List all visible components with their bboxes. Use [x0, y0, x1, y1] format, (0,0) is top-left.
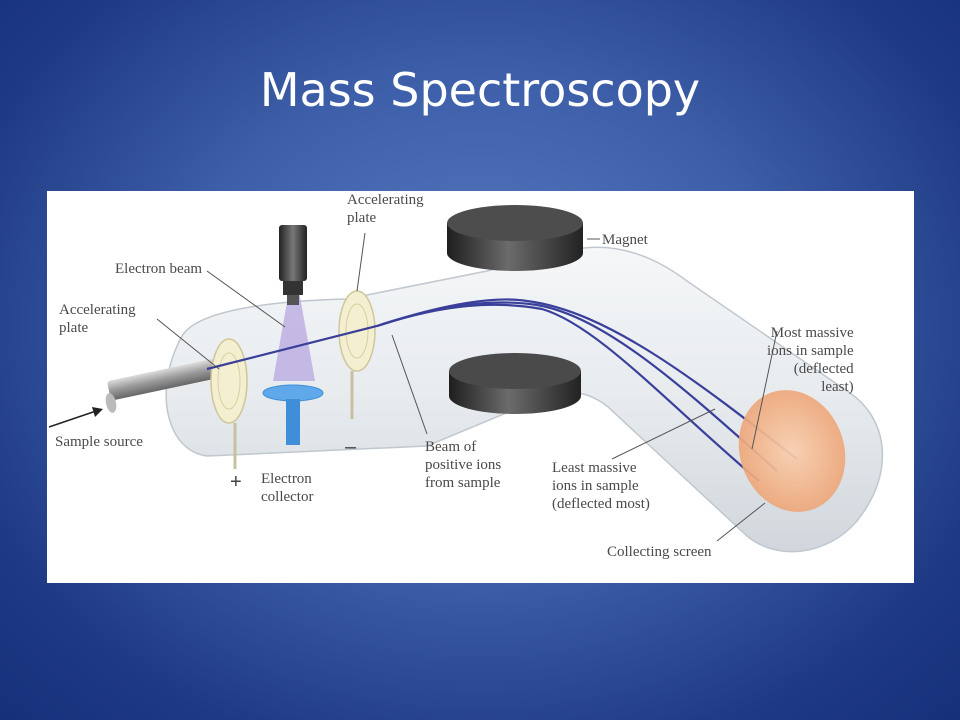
mass-spectrometer-diagram: Accelerating plate Electron beam Acceler… [47, 191, 914, 583]
ion-beam-most-deflected [376, 303, 760, 482]
label-beam-of-ions: Beam of positive ions from sample [425, 439, 502, 491]
label-accelerating-plate-left: Accelerating plate [59, 302, 136, 336]
label-sample-source: Sample source [55, 434, 143, 450]
electron-beam-cone [273, 291, 315, 381]
slide-title: Mass Spectroscopy [259, 63, 701, 117]
magnet-top [447, 205, 583, 271]
leader-plate-left [156, 318, 220, 370]
minus-sign: – [345, 436, 357, 458]
collecting-screen-shape [738, 390, 846, 512]
leader-least-massive [611, 408, 716, 460]
leader-screen [716, 502, 766, 542]
leader-lines [156, 232, 778, 542]
plus-sign: + [230, 471, 242, 493]
sample-source-arrow [48, 407, 103, 428]
accelerating-plate-left [210, 338, 248, 469]
leader-most-massive [751, 330, 778, 450]
label-collecting-screen: Collecting screen [607, 544, 712, 560]
electron-gun [279, 225, 307, 305]
ion-beams [206, 298, 798, 482]
leader-ion-beam [391, 334, 428, 435]
leader-plate-top [356, 232, 366, 292]
electron-collector-shape [262, 384, 324, 445]
sample-source-rod [105, 358, 219, 413]
label-accelerating-plate-top: Accelerating plate [347, 192, 424, 226]
magnet-bottom [449, 353, 581, 414]
label-electron-collector: Electron collector [261, 471, 314, 505]
label-electron-beam: Electron beam [115, 261, 203, 277]
label-magnet: Magnet [602, 232, 648, 248]
label-least-massive: Least massive ions in sample (deflected … [552, 460, 650, 512]
label-most-massive: Most massive ions in sample (deflected l… [767, 325, 854, 395]
leader-electron-beam [206, 270, 286, 328]
diagram-artwork [48, 205, 884, 553]
